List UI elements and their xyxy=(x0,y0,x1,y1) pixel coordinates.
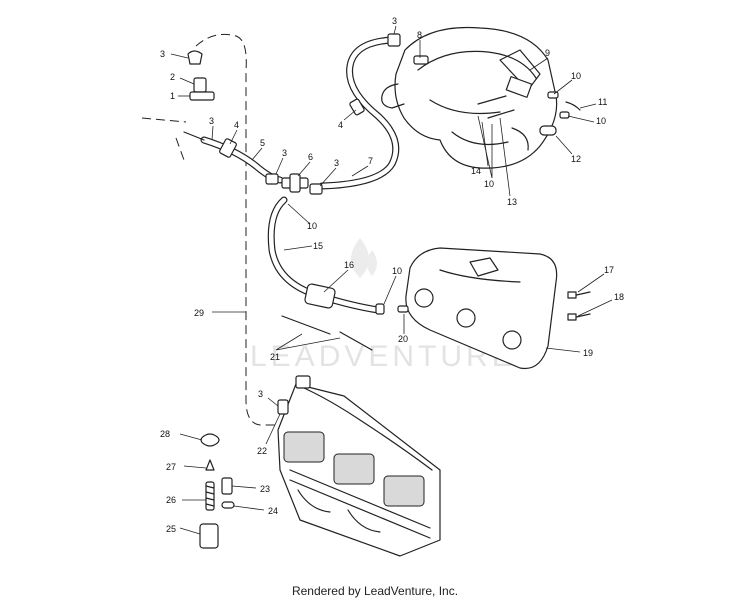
callout-3d: 3 xyxy=(334,158,339,168)
callout-10e: 10 xyxy=(392,266,402,276)
hose-fitting-3-right xyxy=(309,183,323,195)
sleeve-16 xyxy=(304,283,336,309)
fitting-2 xyxy=(193,77,207,93)
tee-fitting-6 xyxy=(281,173,309,193)
callout-10b: 10 xyxy=(596,116,606,126)
callout-3a: 3 xyxy=(160,49,165,59)
callout-18: 18 xyxy=(614,292,624,302)
callout-22: 22 xyxy=(257,446,267,456)
callout-26: 26 xyxy=(166,495,176,505)
callout-27: 27 xyxy=(166,462,176,472)
callout-10c: 10 xyxy=(484,179,494,189)
callout-5: 5 xyxy=(260,138,265,148)
callout-12: 12 xyxy=(571,154,581,164)
callout-15: 15 xyxy=(313,241,323,251)
callout-24: 24 xyxy=(268,506,278,516)
callout-19: 19 xyxy=(583,348,593,358)
callouts: 3 2 1 3 4 5 3 6 3 7 4 3 8 9 10 11 10 12 … xyxy=(160,16,624,534)
callout-4a: 4 xyxy=(234,120,239,130)
housing-25 xyxy=(199,523,219,549)
screw-20 xyxy=(397,305,409,313)
callout-21: 21 xyxy=(270,352,280,362)
fitting-10-lower xyxy=(375,303,385,315)
manifold-fittings xyxy=(539,91,581,136)
needle-27 xyxy=(205,459,215,471)
fitting-8 xyxy=(413,55,429,65)
callout-25: 25 xyxy=(166,524,176,534)
callout-3c: 3 xyxy=(282,148,287,158)
fitting-stack xyxy=(199,433,235,549)
callout-4b: 4 xyxy=(338,120,343,130)
left-edge-hint xyxy=(141,117,187,161)
callout-11: 11 xyxy=(598,97,607,107)
callout-10a: 10 xyxy=(571,71,581,81)
callout-13: 13 xyxy=(507,197,517,207)
hose-7 xyxy=(318,36,400,190)
fitting-23 xyxy=(221,477,233,495)
base-1 xyxy=(189,91,215,101)
hose-end-left xyxy=(183,131,205,141)
bolt-17 xyxy=(567,291,577,299)
bolt-18 xyxy=(567,313,577,321)
callout-9: 9 xyxy=(545,48,550,58)
callout-17: 17 xyxy=(604,265,614,275)
callout-2: 2 xyxy=(170,72,175,82)
callout-8: 8 xyxy=(417,30,422,40)
callout-28: 28 xyxy=(160,429,170,439)
manifold-19 xyxy=(405,247,558,370)
callout-1: 1 xyxy=(170,91,175,101)
callout-29: 29 xyxy=(194,308,204,318)
leader-lines xyxy=(170,25,613,535)
hose-fitting-3-left xyxy=(265,173,279,185)
washer-24 xyxy=(221,501,235,509)
engine-block xyxy=(277,375,441,557)
hose-15 xyxy=(267,196,382,314)
top-left-fittings xyxy=(187,50,215,101)
callout-7: 7 xyxy=(368,156,373,166)
spring-26 xyxy=(205,481,215,511)
callout-6: 6 xyxy=(308,152,313,162)
hose-end-3 xyxy=(187,50,203,65)
callout-10d: 10 xyxy=(307,221,317,231)
callout-16: 16 xyxy=(344,260,354,270)
bypass-hose-outline xyxy=(195,33,278,426)
callout-3b: 3 xyxy=(209,116,214,126)
gasket-28 xyxy=(200,433,220,447)
hose-clamp-4-upper xyxy=(349,98,365,116)
callout-20: 20 xyxy=(398,334,408,344)
hose-fitting-3-top xyxy=(387,33,401,47)
callout-23: 23 xyxy=(260,484,270,494)
credit-text: Rendered by LeadVenture, Inc. xyxy=(291,584,459,598)
zip-ties-21 xyxy=(281,315,373,351)
callout-3e: 3 xyxy=(392,16,397,26)
callout-3f: 3 xyxy=(258,389,263,399)
exhaust-manifold xyxy=(381,26,558,169)
callout-14: 14 xyxy=(471,166,481,176)
fitting-22 xyxy=(277,399,289,415)
